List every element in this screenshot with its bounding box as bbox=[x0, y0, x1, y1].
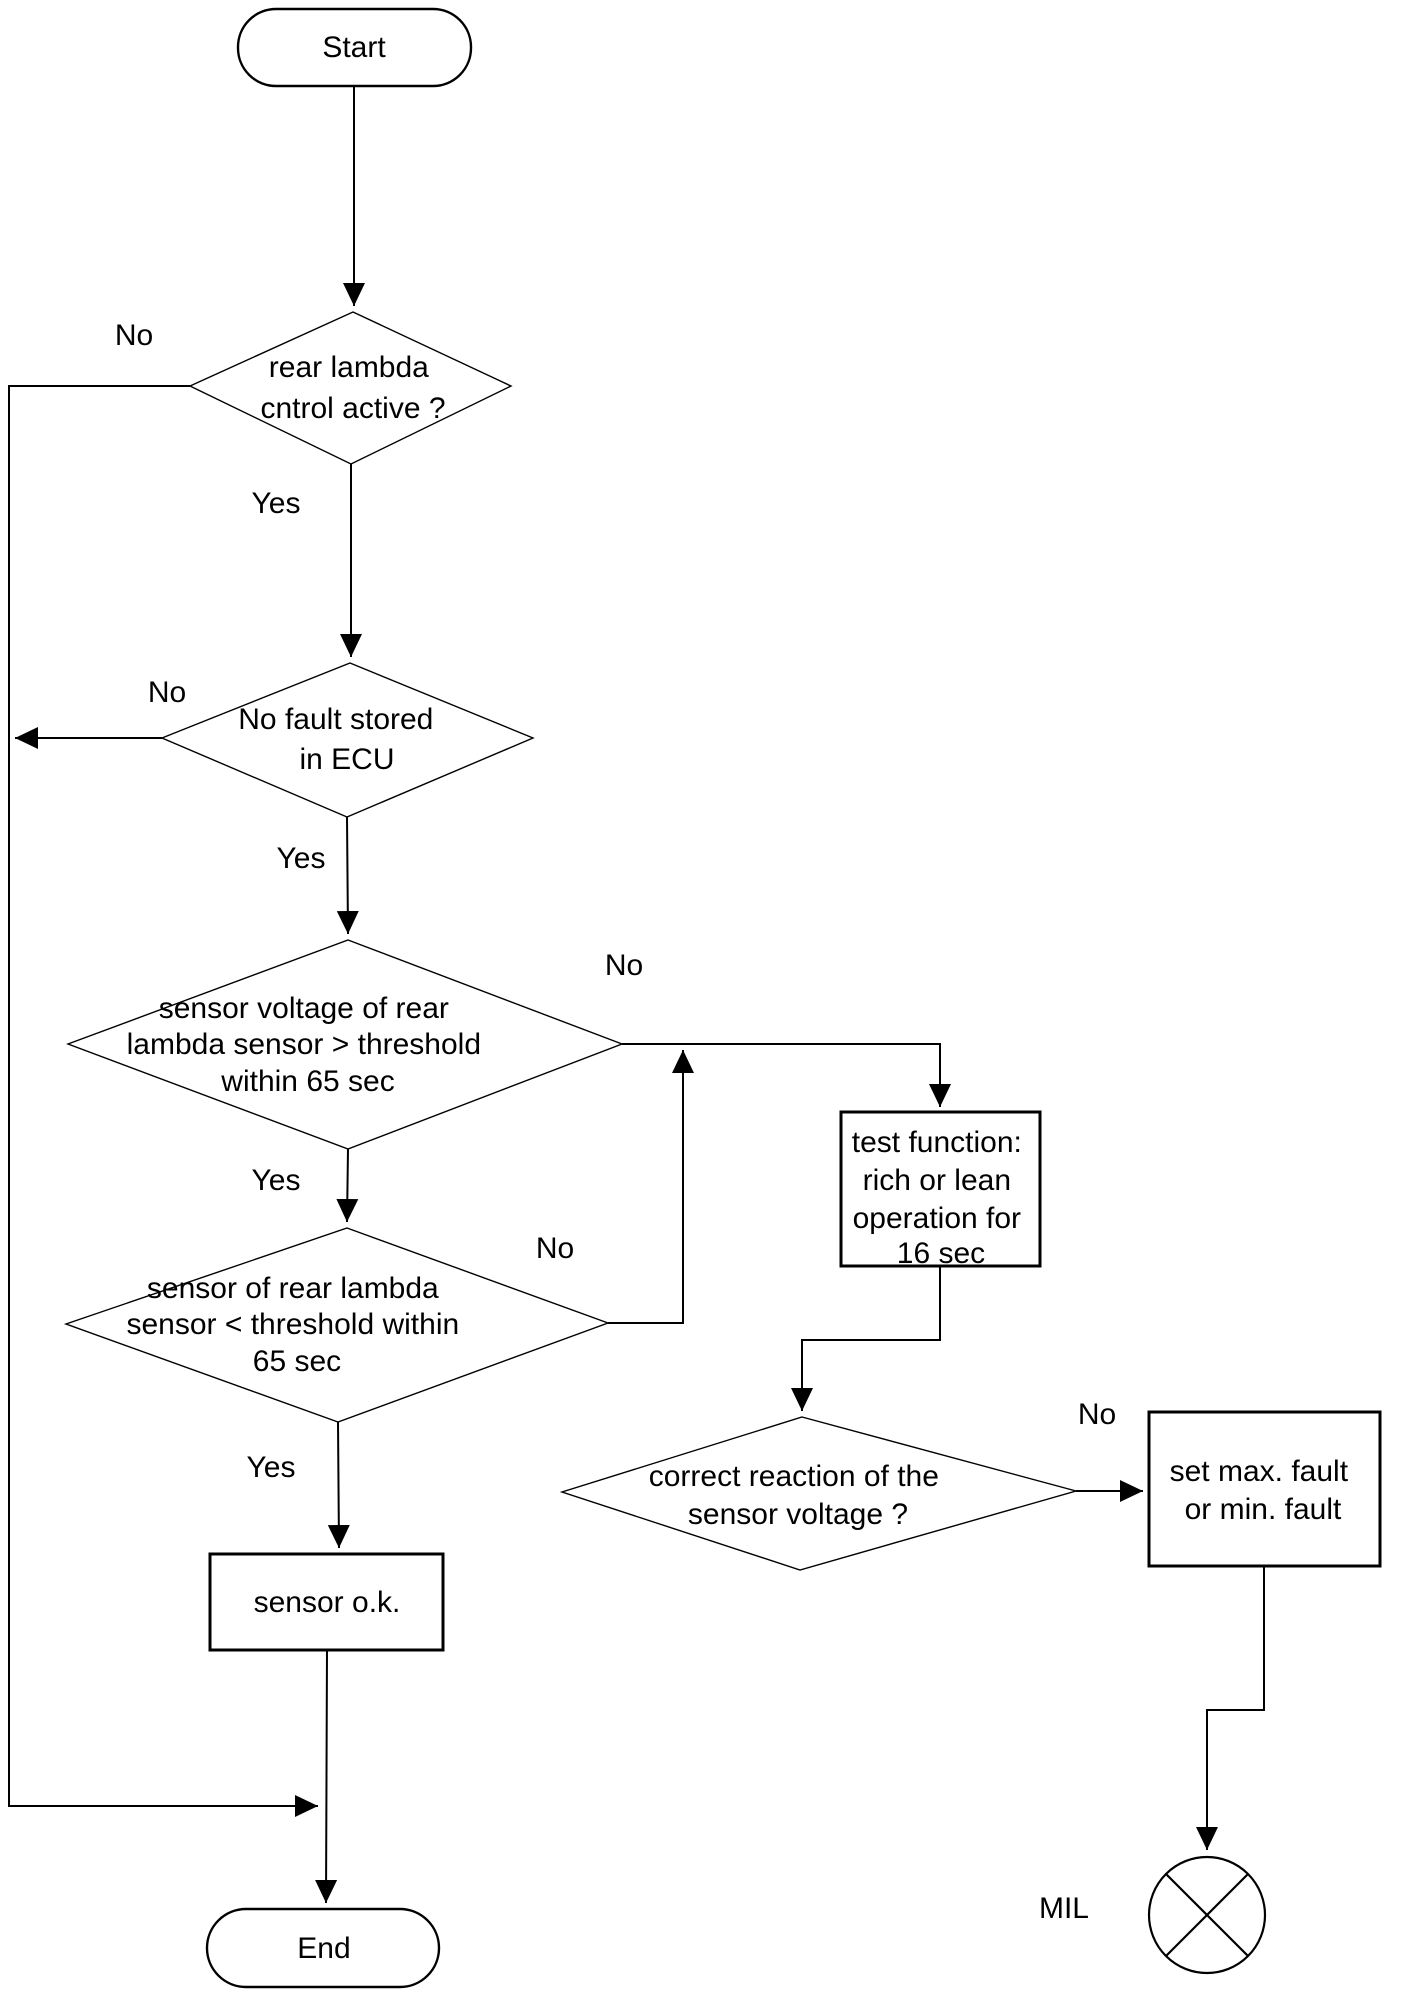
mil-lamp-circle-icon bbox=[1147, 1855, 1267, 1975]
node-end: End bbox=[205, 1907, 441, 1989]
rear-lambda-active-text: rear lambda cntrol active ? bbox=[260, 351, 445, 425]
test-function-text: test function: rich or lean operation fo… bbox=[852, 1126, 1030, 1270]
no-fault-stored-text: No fault stored in ECU bbox=[238, 703, 441, 776]
node-set-fault: set max. fault or min. fault bbox=[1147, 1410, 1382, 1568]
voltage-above-threshold-diamond bbox=[65, 939, 624, 1150]
edge-label-no-fault-no: No bbox=[148, 676, 186, 709]
edge-label-no-fault-yes: Yes bbox=[277, 842, 326, 875]
start-terminator-shape bbox=[236, 7, 473, 88]
mil-lamp-cross-line-2 bbox=[1165, 1873, 1249, 1957]
voltage-below-threshold-diamond bbox=[63, 1227, 611, 1423]
end-terminator-shape bbox=[205, 1907, 441, 1989]
edge-label-voltage-above-yes: Yes bbox=[252, 1164, 301, 1197]
edge-voltage-above-no-to-test-function bbox=[622, 1043, 951, 1107]
no-fault-stored-diamond bbox=[160, 662, 535, 818]
sensor-ok-box bbox=[208, 1552, 445, 1652]
set-fault-box bbox=[1147, 1410, 1382, 1568]
edge-label-rear-lambda-yes: Yes bbox=[252, 487, 301, 520]
node-rear-lambda-active: rear lambda cntrol active ? bbox=[188, 311, 513, 465]
test-function-box bbox=[839, 1110, 1042, 1268]
node-voltage-below-threshold: sensor of rear lambda sensor < threshold… bbox=[63, 1227, 611, 1423]
node-voltage-above-threshold: sensor voltage of rear lambda sensor > t… bbox=[65, 939, 624, 1150]
voltage-below-threshold-text: sensor of rear lambda sensor < threshold… bbox=[126, 1272, 467, 1378]
node-correct-reaction: correct reaction of the sensor voltage ? bbox=[559, 1416, 1079, 1571]
edge-voltage-below-no-to-junction bbox=[608, 1050, 694, 1324]
sensor-ok-text: sensor o.k. bbox=[254, 1586, 401, 1619]
mil-label: MIL bbox=[1039, 1892, 1089, 1925]
rear-lambda-active-diamond bbox=[188, 311, 513, 465]
start-label: Start bbox=[322, 31, 386, 64]
end-label: End bbox=[297, 1932, 350, 1965]
correct-reaction-text: correct reaction of the sensor voltage ? bbox=[649, 1460, 948, 1531]
edge-sensor-ok-to-end bbox=[315, 1649, 338, 1904]
edge-label-voltage-below-yes: Yes bbox=[247, 1451, 296, 1484]
edge-label-correct-reaction-no: No bbox=[1078, 1398, 1116, 1431]
edge-test-function-to-correct-reaction bbox=[791, 1266, 941, 1411]
node-no-fault-stored: No fault stored in ECU bbox=[160, 662, 535, 818]
edge-no-fault-yes-to-voltage-above bbox=[336, 816, 359, 935]
voltage-above-threshold-text: sensor voltage of rear lambda sensor > t… bbox=[127, 992, 490, 1098]
node-test-function: test function: rich or lean operation fo… bbox=[839, 1110, 1042, 1270]
edge-set-fault-to-mil bbox=[1196, 1566, 1265, 1850]
edge-label-rear-lambda-no: No bbox=[115, 319, 153, 352]
node-start: Start bbox=[236, 7, 473, 88]
edge-label-voltage-below-no: No bbox=[536, 1232, 574, 1265]
edge-label-voltage-above-no: No bbox=[605, 949, 643, 982]
correct-reaction-diamond bbox=[559, 1416, 1079, 1571]
set-fault-text: set max. fault or min. fault bbox=[1170, 1455, 1357, 1526]
edge-voltage-below-yes-to-sensor-ok bbox=[327, 1421, 350, 1549]
node-sensor-ok: sensor o.k. bbox=[208, 1552, 445, 1652]
node-mil-lamp: MIL bbox=[1039, 1855, 1267, 1975]
edge-voltage-above-yes-to-voltage-below bbox=[336, 1148, 359, 1223]
edge-rear-lambda-no-to-end-junction bbox=[8, 385, 318, 1817]
